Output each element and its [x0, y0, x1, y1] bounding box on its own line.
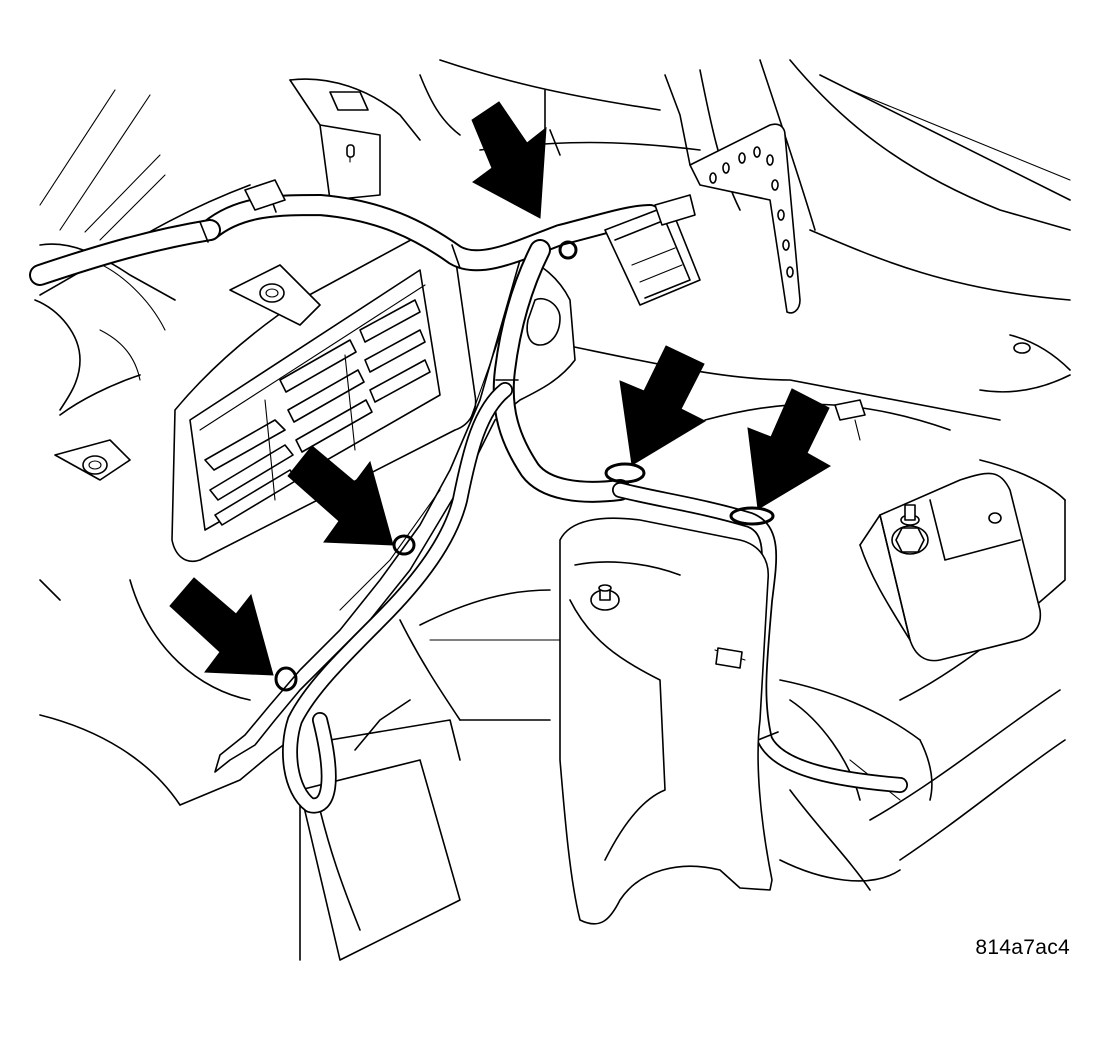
arrow-left-lower	[170, 578, 273, 675]
fastener-top	[560, 242, 576, 258]
fastener-center-right	[606, 464, 644, 482]
fastener-left-lower	[276, 668, 296, 690]
center-tank	[560, 518, 772, 924]
fastener-left-middle	[394, 536, 414, 554]
arrow-top-center	[472, 102, 546, 218]
electrical-connector	[605, 195, 700, 305]
arrow-left-middle	[288, 446, 393, 545]
arrow-right	[748, 389, 830, 509]
right-canister	[860, 473, 1040, 660]
figure-id-label: 814a7ac4	[975, 936, 1070, 959]
fastener-right	[731, 508, 773, 524]
body-structure	[35, 60, 1070, 960]
fastener-points	[276, 242, 773, 690]
wiring-harness	[40, 180, 900, 806]
arrow-middle-right	[620, 346, 705, 465]
center-bracket	[215, 260, 575, 772]
callout-arrows	[170, 102, 830, 675]
control-module	[55, 234, 476, 562]
